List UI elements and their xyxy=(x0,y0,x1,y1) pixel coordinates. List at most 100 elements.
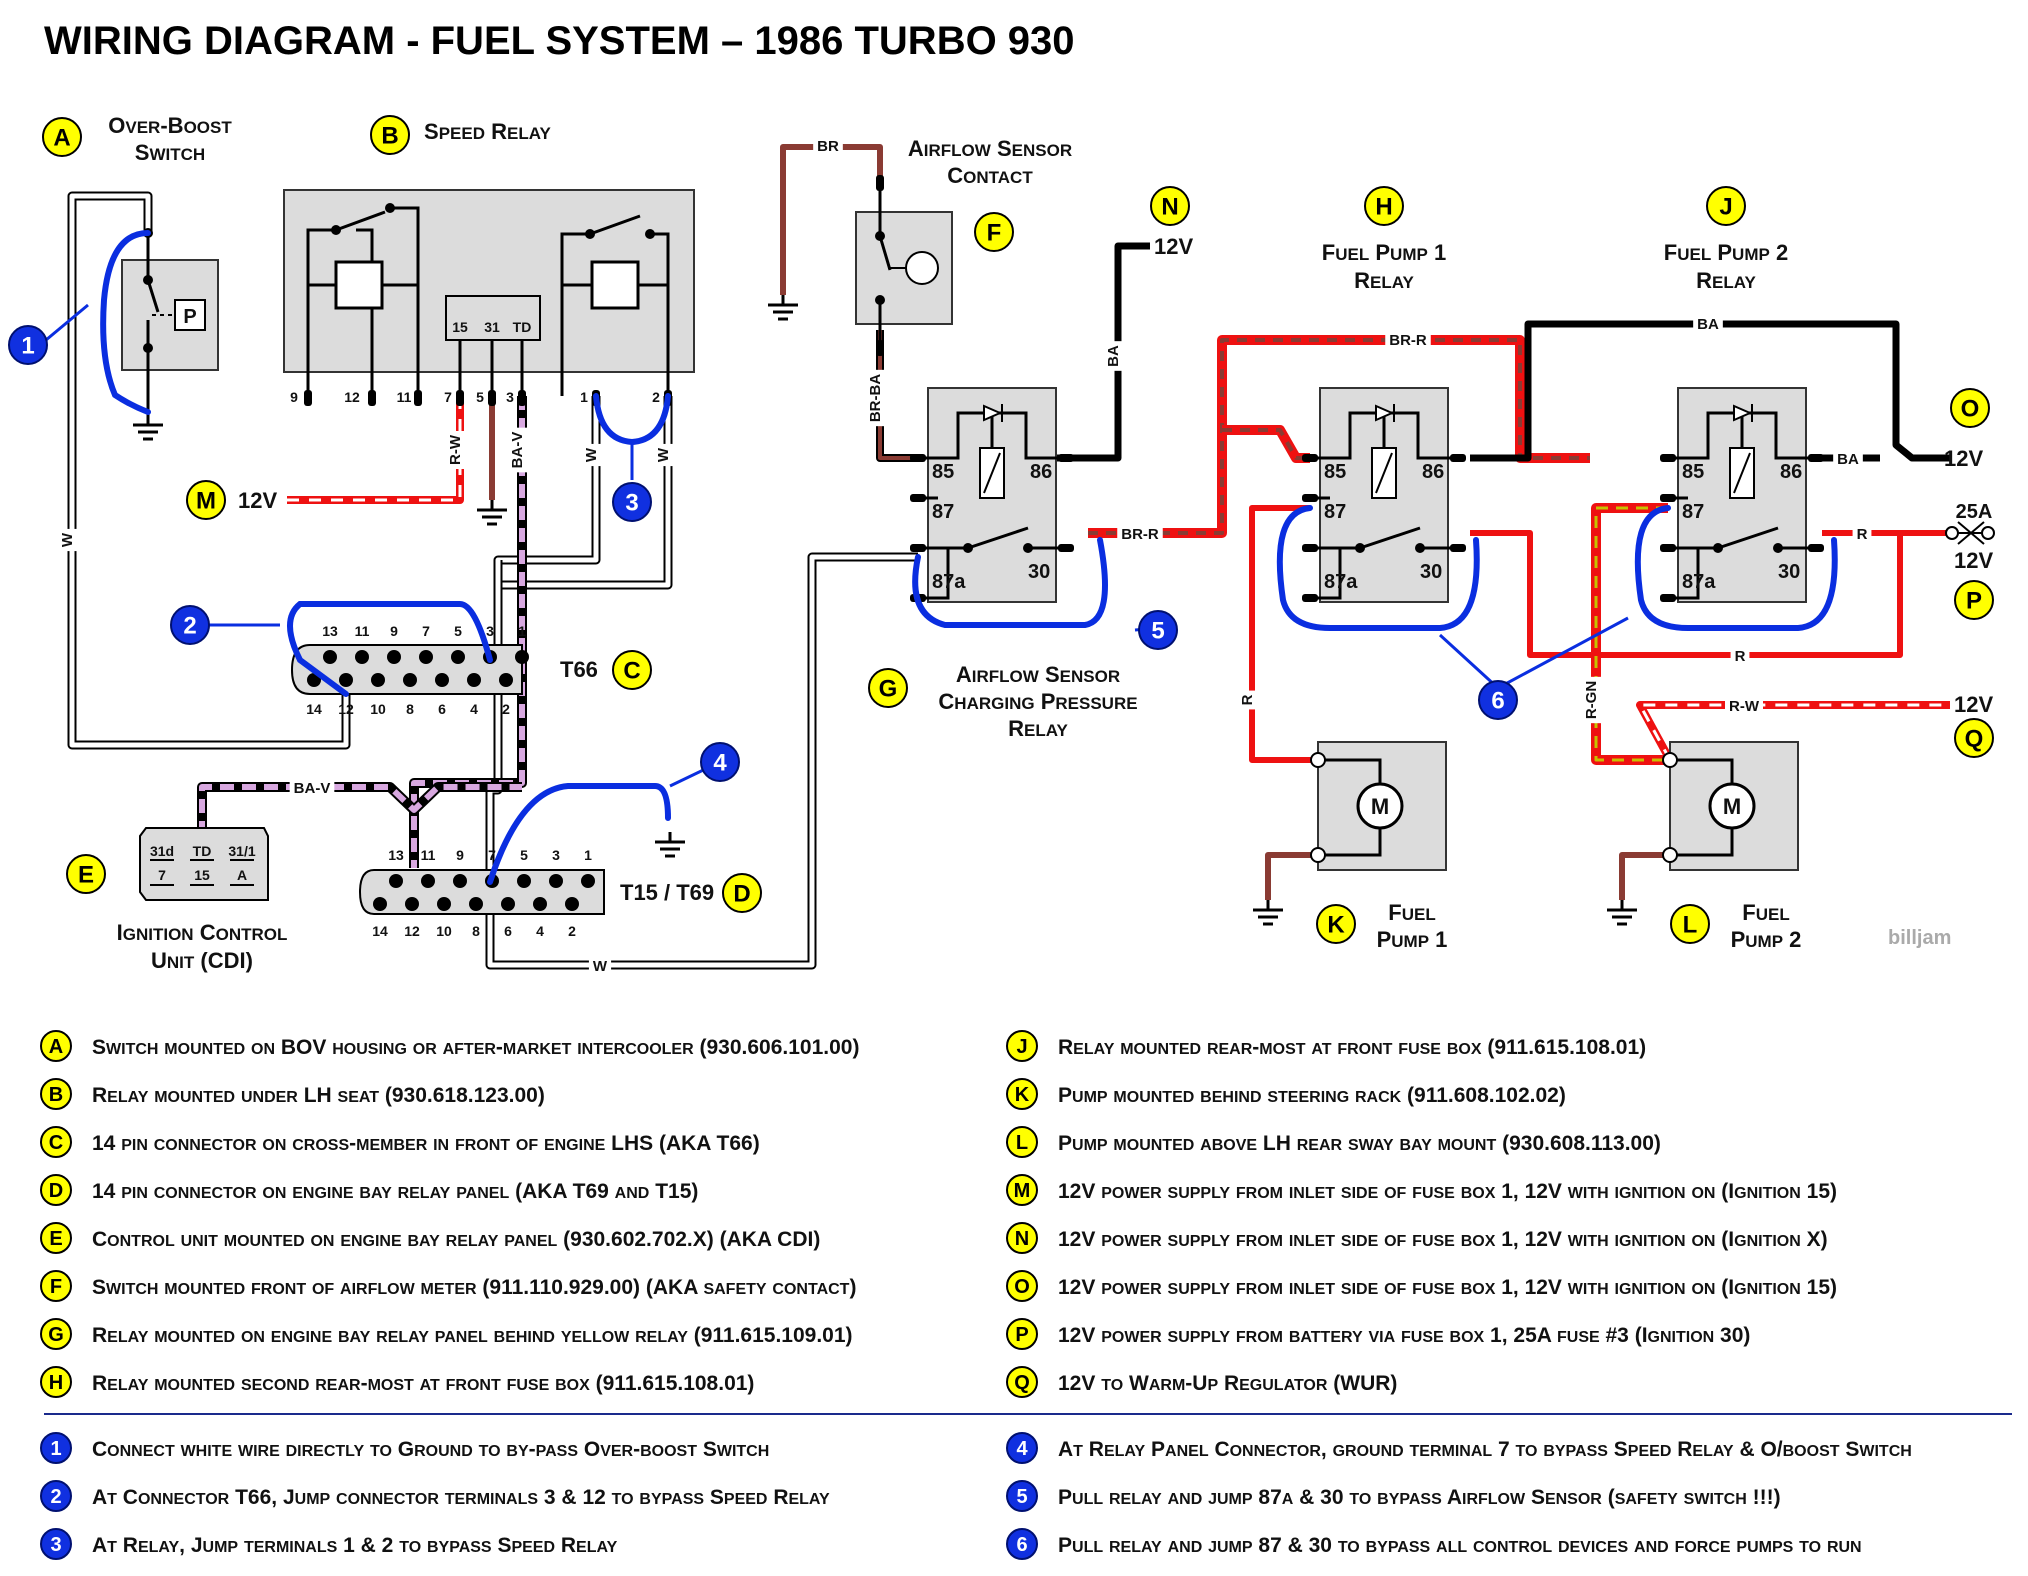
name-b-1: SPEED RELAY xyxy=(424,119,551,144)
relay-pin-label: 30 xyxy=(1028,561,1050,583)
wire-label-r_p: R xyxy=(1857,526,1868,543)
component-badge-a: A xyxy=(42,117,82,157)
component-badge-j-text: J xyxy=(1719,194,1732,221)
component-badge-m: M xyxy=(186,480,226,520)
ground-symbol-b xyxy=(475,498,509,526)
connector-pin xyxy=(453,874,467,888)
wire-label-ba_n: BA xyxy=(1105,345,1122,367)
name-l-1: FUEL xyxy=(1742,900,1789,925)
connector-pin xyxy=(323,650,337,664)
legend-text-a: SWITCH MOUNTED ON BOV HOUSING OR AFTER-M… xyxy=(92,1036,859,1059)
pin-label-top: 11 xyxy=(421,847,436,863)
pin-label-top: 5 xyxy=(454,623,462,639)
legend-badge-e: E xyxy=(40,1222,72,1254)
name-l-2: PUMP 2 xyxy=(1731,927,1802,952)
name-a-2: SWITCH xyxy=(135,140,205,165)
component-badge-k: K xyxy=(1316,904,1356,944)
legend-badge-k-text: K xyxy=(1015,1084,1030,1106)
legend-badge-j-text: J xyxy=(1016,1036,1027,1058)
connector-pin xyxy=(389,874,403,888)
legend-text-q: 12V TO WARM-UP REGULATOR (WUR) xyxy=(1058,1372,1397,1395)
wire-label-bav_b: BA-V xyxy=(509,432,526,469)
legend-badge-m: M xyxy=(1006,1174,1038,1206)
component-names: OVER-BOOST SWITCH SPEED RELAY T66 T15 / … xyxy=(108,113,1993,973)
component-badge-d: D xyxy=(722,873,762,913)
relay-pin-label: 86 xyxy=(1030,461,1052,483)
note-text-3: AT RELAY, JUMP TERMINALS 1 & 2 TO BYPASS… xyxy=(92,1534,618,1557)
component-badge-o: O xyxy=(1950,388,1990,428)
jumper-badge-2-text: 2 xyxy=(183,613,196,640)
connector-pin xyxy=(419,650,433,664)
cdi-pin-31d: 31d xyxy=(150,843,174,859)
wire-label-brr_g: BR-R xyxy=(1121,526,1159,543)
name-g-1: AIRFLOW SENSOR xyxy=(956,662,1120,687)
legend-text-j: RELAY MOUNTED REAR-MOST AT FRONT FUSE BO… xyxy=(1058,1036,1646,1059)
name-e-2: UNIT (CDI) xyxy=(151,948,253,973)
legend-badge-o: O xyxy=(1006,1270,1038,1302)
speed-relay-internal-15: 15 xyxy=(452,319,468,335)
legend-text-e: CONTROL UNIT MOUNTED ON ENGINE BAY RELAY… xyxy=(92,1228,820,1251)
name-j-1: FUEL PUMP 2 xyxy=(1664,240,1788,265)
pin-label-top: 13 xyxy=(388,847,404,863)
pin-label-bottom: 8 xyxy=(406,701,414,717)
connector-pin xyxy=(469,897,483,911)
pin-label-top: 7 xyxy=(422,623,430,639)
component-badge-l-text: L xyxy=(1683,912,1698,939)
fuel-pump-2: M xyxy=(1662,741,1799,871)
pin-label-bottom: 2 xyxy=(502,701,510,717)
jumper-badge-2: 2 xyxy=(170,605,210,645)
relay-pin-label: 87 xyxy=(1324,501,1346,523)
pin-label-bottom: 6 xyxy=(438,701,446,717)
note-badge-5-text: 5 xyxy=(1016,1486,1027,1508)
connector-t66-pins xyxy=(307,650,529,687)
pump1-motor-symbol: M xyxy=(1371,794,1389,819)
name-f-1: AIRFLOW SENSOR xyxy=(908,136,1072,161)
legend-text-f: SWITCH MOUNTED FRONT OF AIRFLOW METER (9… xyxy=(92,1276,856,1299)
note-badge-3-text: 3 xyxy=(50,1534,61,1556)
legend-badge-d: D xyxy=(40,1174,72,1206)
pin-label-top: 13 xyxy=(322,623,338,639)
wire-label-br: BR xyxy=(817,138,839,155)
legend-badge-m-text: M xyxy=(1014,1180,1031,1202)
component-badge-o-text: O xyxy=(1961,396,1980,423)
speed-relay-internal-td: TD xyxy=(513,319,532,335)
speed-relay-pin-7: 7 xyxy=(444,389,452,405)
pin-label-bottom: 14 xyxy=(372,923,388,939)
speed-relay-internal-31: 31 xyxy=(484,319,500,335)
wire-label-brba: BR-BA xyxy=(867,374,884,422)
ba-wire-top xyxy=(1470,320,1950,462)
speed-relay: 15 31 TD 9 12 11 7 5 3 1 2 xyxy=(283,189,695,406)
ground-symbol-k xyxy=(1251,898,1285,926)
note-badge-2-text: 2 xyxy=(50,1486,61,1508)
speed-relay-pin-11: 11 xyxy=(397,389,412,405)
fuel-pump-1: M xyxy=(1310,741,1447,871)
legend-badge-f-text: F xyxy=(50,1276,62,1298)
wire-label-ba_o: BA xyxy=(1837,451,1859,468)
component-badge-n: N xyxy=(1150,186,1190,226)
legend-text-p: 12V POWER SUPPLY FROM BATTERY VIA FUSE B… xyxy=(1058,1324,1750,1347)
note-badge-1-text: 1 xyxy=(50,1438,61,1460)
component-badge-p-text: P xyxy=(1966,588,1982,615)
voltage-n: 12V xyxy=(1154,234,1193,259)
component-badge-b: B xyxy=(370,115,410,155)
r-w-wire-m xyxy=(287,396,464,504)
legend-badge-b-text: B xyxy=(49,1084,63,1106)
pin-label-bottom: 14 xyxy=(306,701,322,717)
wire-label-r_bottom: R xyxy=(1735,648,1746,665)
legend-text-o: 12V POWER SUPPLY FROM INLET SIDE OF FUSE… xyxy=(1058,1276,1837,1299)
name-h-2: RELAY xyxy=(1354,268,1414,293)
legend-badge-n-text: N xyxy=(1015,1228,1029,1250)
white-wire-to-87a xyxy=(485,552,918,970)
pin-label-top: 9 xyxy=(390,623,398,639)
legend-badge-n: N xyxy=(1006,1222,1038,1254)
r-w-wire-q xyxy=(1636,701,1950,762)
connector-pin xyxy=(581,874,595,888)
cdi-pin-td: TD xyxy=(193,843,212,859)
